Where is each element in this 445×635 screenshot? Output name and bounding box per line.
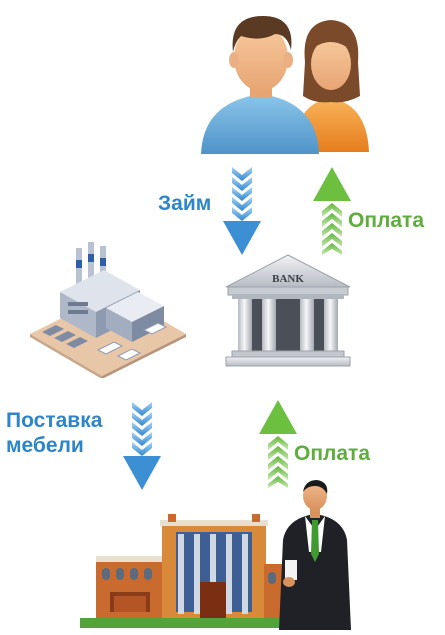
businessman-icon (279, 480, 351, 630)
supply-arrow-icon (123, 402, 161, 490)
loan-label: Займ (158, 192, 212, 215)
store-building-icon (80, 514, 348, 628)
supply-label: Поставка мебели (6, 408, 102, 458)
payment-top-label: Оплата (348, 209, 425, 232)
supply-label-line2: мебели (6, 434, 84, 457)
bank-icon: BANK (225, 254, 351, 367)
bank-sign: BANK (272, 273, 304, 285)
supply-label-line1: Поставка (6, 409, 103, 432)
payment-top-arrow-icon (313, 167, 351, 255)
loan-arrow-icon (223, 167, 261, 255)
factory-icon (30, 242, 186, 378)
payment-bottom-label: Оплата (294, 442, 371, 465)
payment-bottom-arrow-icon (259, 400, 297, 488)
people-icon (201, 16, 369, 154)
